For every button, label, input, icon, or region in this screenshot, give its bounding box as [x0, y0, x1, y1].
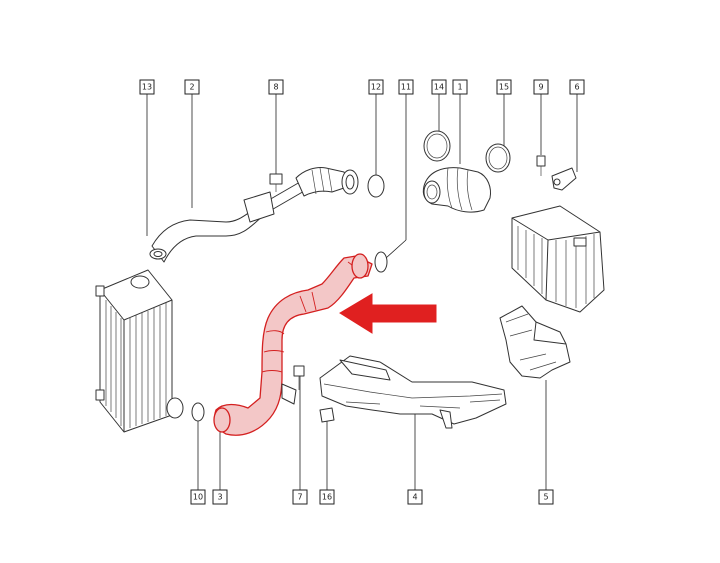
callout-16: 16: [319, 489, 335, 505]
svg-text:3: 3: [217, 493, 222, 502]
callout-9: 9: [533, 79, 549, 95]
callout-1: 1: [452, 79, 468, 95]
bolt-7: [293, 365, 305, 390]
intercooler: [95, 269, 184, 433]
svg-text:12: 12: [371, 83, 381, 92]
callouts: 13 2 8 12 11 14 1 15: [139, 79, 585, 505]
callout-11: 11: [398, 79, 414, 95]
svg-text:4: 4: [412, 493, 417, 502]
engine-block: [511, 205, 605, 313]
callout-8: 8: [268, 79, 284, 95]
callout-12: 12: [368, 79, 384, 95]
svg-text:14: 14: [434, 83, 444, 92]
callout-2: 2: [184, 79, 200, 95]
svg-text:11: 11: [401, 83, 411, 92]
callout-10: 10: [190, 489, 206, 505]
svg-text:9: 9: [538, 83, 543, 92]
callout-4: 4: [407, 489, 423, 505]
clamp-14: [423, 130, 451, 162]
svg-text:16: 16: [322, 493, 332, 502]
bolt-8: [269, 173, 283, 192]
air-duct-5: [499, 305, 571, 379]
air-box-4: [319, 355, 507, 429]
svg-text:8: 8: [273, 83, 278, 92]
svg-text:2: 2: [189, 83, 194, 92]
callout-5: 5: [538, 489, 554, 505]
svg-text:7: 7: [297, 493, 302, 502]
sensor-9: [536, 155, 546, 176]
clamp-ring-10: [191, 402, 205, 422]
callout-7: 7: [292, 489, 308, 505]
inlet-hose-1: [422, 167, 491, 213]
callout-13: 13: [139, 79, 155, 95]
callout-3: 3: [212, 489, 228, 505]
clamp-15: [485, 143, 511, 173]
clamp-ring-12: [367, 174, 385, 198]
leader-lines: [146, 94, 578, 490]
sensor-6: [551, 167, 577, 191]
callout-15: 15: [496, 79, 512, 95]
callout-14: 14: [431, 79, 447, 95]
svg-text:15: 15: [499, 83, 509, 92]
svg-text:10: 10: [193, 493, 203, 502]
upper-charge-pipe: [149, 167, 359, 263]
svg-text:6: 6: [574, 83, 579, 92]
svg-text:13: 13: [142, 83, 152, 92]
highlighted-hose-3: [213, 253, 373, 436]
clamp-ring-11: [374, 251, 388, 273]
bolt-16: [319, 407, 335, 423]
svg-text:1: 1: [457, 83, 462, 92]
callout-6: 6: [569, 79, 585, 95]
red-arrow-left-icon: [339, 293, 437, 334]
svg-text:5: 5: [543, 493, 548, 502]
